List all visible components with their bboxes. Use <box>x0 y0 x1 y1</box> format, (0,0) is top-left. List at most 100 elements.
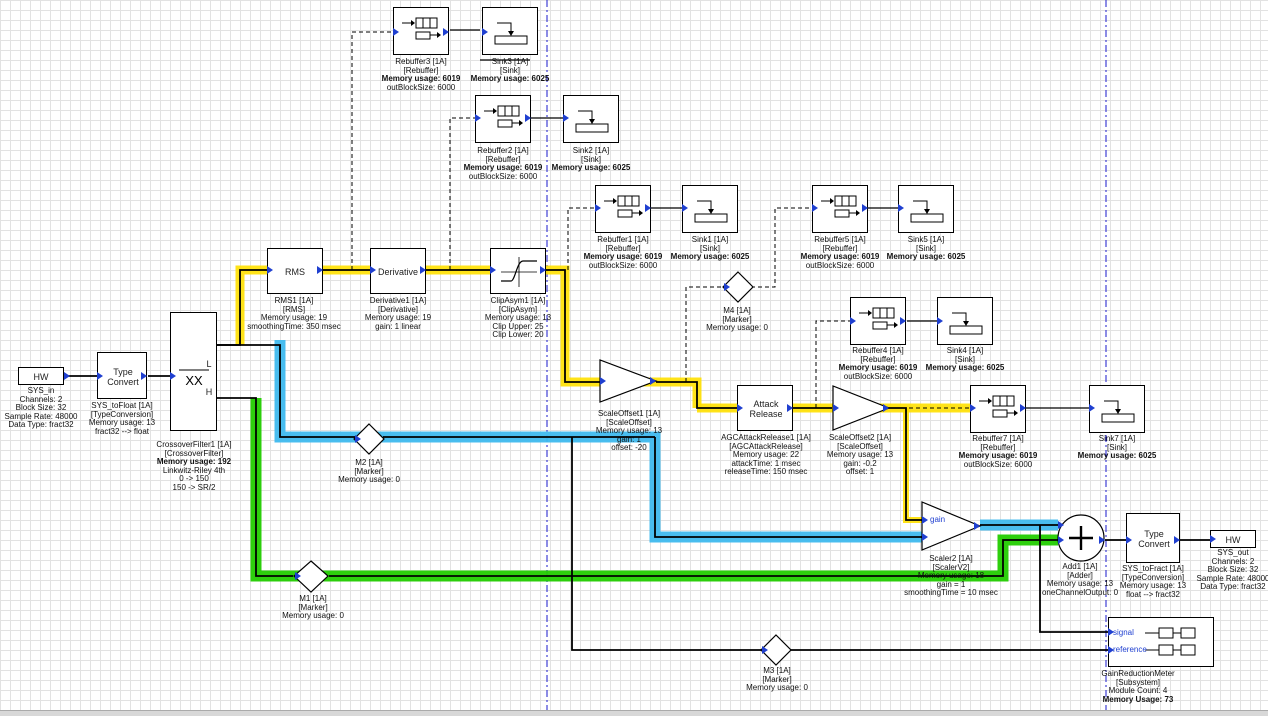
caption-line: outBlockSize: 6000 <box>805 260 875 270</box>
rebuffer1-in-pin[interactable] <box>595 204 601 212</box>
m4-caption: M4 [1A][Marker]Memory usage: 0 <box>706 306 768 333</box>
crossover-in-pin[interactable] <box>170 372 176 380</box>
rebuffer5-in-pin[interactable] <box>812 204 818 212</box>
attack-release-label: Attack Release <box>749 399 783 419</box>
caption-line: Memory usage: 13 <box>484 313 552 322</box>
sink1-block[interactable] <box>682 185 738 233</box>
rebuffer2-block[interactable] <box>475 95 531 143</box>
caption-line: oneChannelOutput: 0 <box>1041 587 1119 597</box>
to-float-out-pin[interactable] <box>141 372 147 380</box>
rebuffer7-in-pin[interactable] <box>970 404 976 412</box>
caption-line: gain: -0.2 <box>843 458 877 468</box>
to-float-block[interactable]: Type Convert <box>97 352 147 399</box>
to-fract-block[interactable]: Type Convert <box>1126 513 1180 563</box>
sink7-block[interactable] <box>1089 385 1145 433</box>
caption-line: Channels: 2 <box>1211 556 1255 566</box>
caption-line: Rebuffer4 [1A] <box>852 346 904 355</box>
rebuffer7-block[interactable] <box>970 385 1026 433</box>
sink5-in-pin[interactable] <box>898 204 904 212</box>
caption-line: [Sink] <box>1106 442 1128 452</box>
sink3-block[interactable] <box>482 7 538 55</box>
hw-input-pin[interactable] <box>64 372 70 380</box>
caption-line: [Rebuffer] <box>403 65 439 75</box>
hw-output-block[interactable]: HW <box>1210 530 1256 548</box>
caption-line: Data Type: fract32 <box>8 420 74 429</box>
rebuffer5-out-pin[interactable] <box>862 204 868 212</box>
hw-input-block[interactable]: HW <box>18 367 64 385</box>
attack-release-out-pin[interactable] <box>787 404 793 412</box>
rebuffer5-caption: Rebuffer5 [1A][Rebuffer]Memory usage: 60… <box>801 235 880 270</box>
sink2-block[interactable] <box>563 95 619 143</box>
caption-line: Rebuffer7 [1A] <box>972 434 1024 443</box>
rebuffer2-out-pin[interactable] <box>525 114 531 122</box>
caption-line: Memory usage: 0 <box>338 475 400 484</box>
caption-line: Memory Usage: 73 <box>1102 694 1174 704</box>
rms-out-pin[interactable] <box>317 266 323 274</box>
sink4-block[interactable] <box>937 297 993 345</box>
caption-line: RMS1 [1A] <box>274 296 314 305</box>
rebuffer2-in-pin[interactable] <box>475 114 481 122</box>
dashed-wires <box>351 31 970 409</box>
scaler2-gain-pin-label: gain <box>930 515 946 524</box>
sink1-caption: Sink1 [1A][Sink]Memory usage: 6025 <box>671 235 750 262</box>
derivative-out-pin[interactable] <box>420 266 426 274</box>
horizontal-scrollbar[interactable] <box>0 710 1268 716</box>
caption-line: Rebuffer5 [1A] <box>814 235 866 244</box>
rebuffer3-block[interactable] <box>393 7 449 55</box>
sink3-in-pin[interactable] <box>482 28 488 36</box>
caption-line: Module Count: 4 <box>1108 686 1168 695</box>
solid-wires <box>68 29 1210 651</box>
rebuffer5-block[interactable] <box>812 185 868 233</box>
caption-line: [Rebuffer] <box>860 354 896 364</box>
caption-line: Memory usage: 6019 <box>838 363 918 372</box>
caption-line: Sample Rate: 48000 <box>1196 573 1268 583</box>
rebuffer3-caption: Rebuffer3 [1A][Rebuffer]Memory usage: 60… <box>382 57 461 92</box>
sink2-in-pin[interactable] <box>563 114 569 122</box>
to-fract-in-pin[interactable] <box>1126 536 1132 544</box>
sink7-in-pin[interactable] <box>1089 404 1095 412</box>
gain-meter-reference-pin[interactable] <box>1108 646 1114 654</box>
caption-line: outBlockSize: 6000 <box>588 260 658 270</box>
derivative-in-pin[interactable] <box>370 266 376 274</box>
rms-in-pin[interactable] <box>267 266 273 274</box>
to-fract-out-pin[interactable] <box>1174 536 1180 544</box>
sink4-in-pin[interactable] <box>937 317 943 325</box>
hw-output-pin[interactable] <box>1210 535 1216 543</box>
crossover-pin-h: H <box>205 387 213 397</box>
derivative-block[interactable]: Derivative <box>370 248 426 294</box>
caption-line: SYS_out <box>1217 548 1249 557</box>
rebuffer7-out-pin[interactable] <box>1020 404 1026 412</box>
rebuffer3-in-pin[interactable] <box>393 28 399 36</box>
caption-line: Sample Rate: 48000 <box>4 411 78 421</box>
clipasym-out-pin[interactable] <box>540 266 546 274</box>
clipasym-block[interactable] <box>490 248 546 294</box>
rebuffer3-out-pin[interactable] <box>443 28 449 36</box>
sink1-in-pin[interactable] <box>682 204 688 212</box>
crossover-caption: CrossoverFilter1 [1A][CrossoverFilter]Me… <box>156 440 231 492</box>
attack-release-in-pin[interactable] <box>737 404 743 412</box>
attack-release-block[interactable]: Attack Release <box>737 385 793 431</box>
m3-caption: M3 [1A][Marker]Memory usage: 0 <box>746 666 808 693</box>
rebuffer4-block[interactable] <box>850 297 906 345</box>
caption-line: offset: 1 <box>845 467 875 476</box>
sink5-block[interactable] <box>898 185 954 233</box>
rebuffer-icon <box>402 17 441 40</box>
rebuffer4-in-pin[interactable] <box>850 317 856 325</box>
to-float-in-pin[interactable] <box>97 372 103 380</box>
gain-meter-signal-pin[interactable] <box>1108 628 1114 636</box>
caption-line: 0 -> 150 <box>179 474 209 483</box>
rms-label: RMS <box>285 267 305 277</box>
rebuffer1-block[interactable] <box>595 185 651 233</box>
caption-line: [ScaleOffset] <box>606 417 652 427</box>
gain-reduction-meter-block[interactable]: signal reference <box>1108 617 1214 667</box>
caption-line: Sink4 [1A] <box>946 346 984 355</box>
rebuffer1-out-pin[interactable] <box>645 204 651 212</box>
rebuffer4-out-pin[interactable] <box>900 317 906 325</box>
clipasym-in-pin[interactable] <box>490 266 496 274</box>
rms-block[interactable]: RMS <box>267 248 323 294</box>
crossover-filter-block[interactable]: XX L H <box>170 312 217 431</box>
